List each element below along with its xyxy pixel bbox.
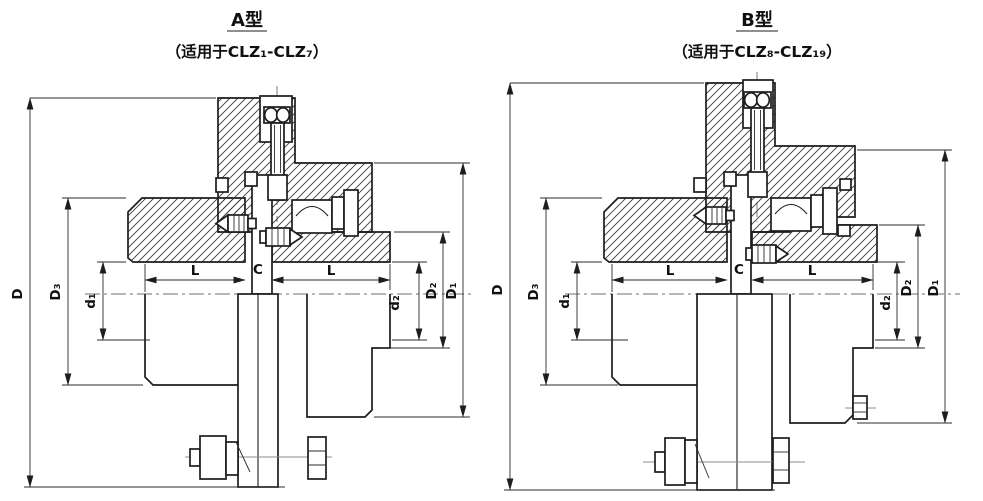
b-bolt-head-dome-left [743, 91, 759, 109]
b-label-L-right: L [808, 263, 817, 279]
title-b: B型 [741, 9, 773, 31]
b-seal-housing [770, 197, 812, 232]
b-label-C: C [734, 262, 744, 278]
b-plug1-body [705, 206, 727, 225]
b-plug2-tip [775, 244, 790, 264]
a-seal-housing [291, 199, 333, 234]
b-plug2-cap [745, 247, 753, 261]
a-plug1-cap [247, 217, 257, 230]
a-seal-arc [295, 205, 329, 217]
subtitle-a: （适用于CLZ₁-CLZ₇） [166, 43, 329, 61]
b-thread-slash [694, 443, 710, 479]
b-hub-barrel-lower [611, 294, 700, 386]
a-grease-plug-left [214, 213, 257, 234]
a-bolt-head-dome-right [275, 106, 291, 124]
b-label-D3: D₃ [526, 283, 542, 300]
a-label-L-left: L [191, 263, 200, 279]
a-sleeve-notch [215, 177, 229, 193]
b-hex-head [664, 437, 686, 486]
a-label-D3: D₃ [48, 283, 64, 300]
b-retainer-block1 [810, 194, 824, 228]
a-label-C: C [253, 262, 263, 278]
a-washer [225, 441, 239, 476]
drawing-a: A型 （适用于CLZ₁-CLZ₇） [10, 9, 472, 488]
b-label-d2: d₂ [878, 295, 894, 311]
b-end-stud [852, 395, 868, 420]
b-flange-plates [696, 293, 773, 491]
a-retainer-block1 [331, 196, 345, 230]
subtitle-b: （适用于CLZ₈-CLZ₁₉） [672, 43, 841, 61]
title-a: A型 [231, 9, 263, 31]
b-sleeve-notch-left [693, 177, 707, 193]
a-label-D2: D₂ [424, 282, 440, 299]
b-nut [772, 437, 790, 484]
a-retainer-block2 [343, 189, 359, 237]
b-label-L-left: L [666, 263, 675, 279]
drawing-b: B型 （适用于CLZ₈-CLZ₁₉） [490, 9, 960, 491]
a-hub-barrel-lower [144, 294, 240, 386]
b-label-D1: D₁ [926, 279, 942, 296]
a-hex-head [199, 435, 227, 480]
a-bolt-tip [189, 448, 201, 467]
b-spacer-tab [723, 171, 737, 187]
b-seal-arc [774, 203, 808, 215]
a-plug1-body [227, 214, 249, 233]
a-label-d1: d₁ [83, 293, 99, 309]
b-plug1-cap [725, 209, 735, 222]
b-retainer-block2 [822, 187, 838, 235]
a-label-d2: d₂ [387, 295, 403, 311]
b-sleeve-notch-right [839, 178, 852, 191]
a-label-D1: D₁ [444, 282, 460, 299]
b-washer [684, 439, 698, 484]
a-bolt-head-dome-left [263, 106, 279, 124]
b-bolt-head-dome-right [755, 91, 771, 109]
b-label-d1: d₁ [557, 293, 573, 309]
a-grease-plug-right [259, 227, 304, 247]
a-nut [307, 436, 327, 480]
a-label-D: D [10, 288, 26, 299]
b-bolt-collar [747, 171, 768, 198]
b-flange-plug-square [837, 224, 851, 237]
b-grease-plug-left [692, 205, 735, 226]
b-bolt-tip [654, 451, 666, 473]
b-label-D2: D₂ [899, 279, 915, 296]
a-plug2-tip [289, 227, 304, 247]
a-label-L-right: L [327, 263, 336, 279]
a-plug2-cap [259, 230, 267, 244]
a-thread-slash [235, 441, 251, 473]
b-label-D: D [490, 284, 506, 295]
a-bolt-collar [267, 174, 288, 201]
b-grease-plug-right [745, 244, 790, 264]
a-spacer-tab [244, 171, 258, 187]
